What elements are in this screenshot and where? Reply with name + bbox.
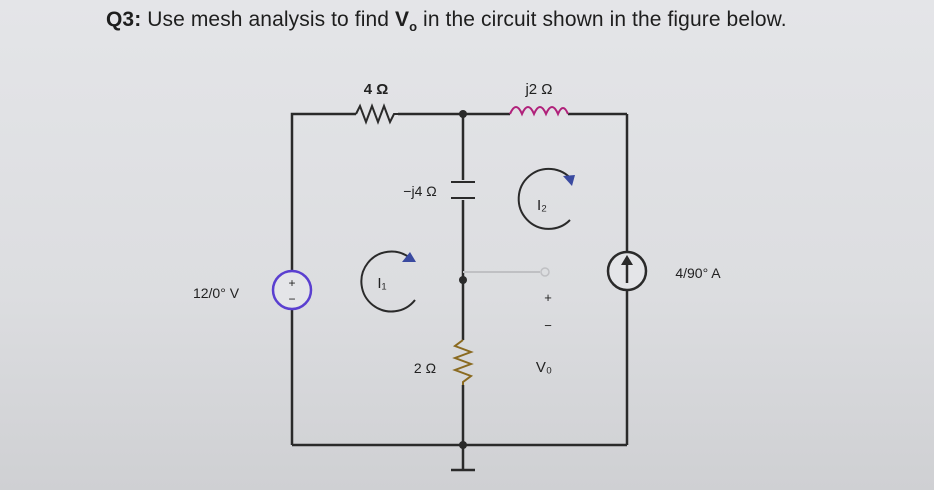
wire-left-top <box>290 112 356 270</box>
label-l-top-right: j2 Ω <box>524 81 552 98</box>
inductor-top-right <box>509 106 569 117</box>
question-text-before: Use mesh analysis to find <box>141 8 395 31</box>
junction-dots <box>459 110 467 449</box>
mesh-arrow-2 <box>517 167 575 230</box>
voltage-source-minus: − <box>288 292 295 306</box>
junction-middle <box>459 276 467 284</box>
label-r-top-left: 4 Ω <box>364 81 389 98</box>
label-voltage-source: 12/0° V <box>193 285 240 301</box>
junction-bottom <box>459 441 467 449</box>
label-mesh2: I₂ <box>537 197 547 214</box>
question-text: Q3: Use mesh analysis to find Vo in the … <box>106 8 906 38</box>
label-vo-minus: − <box>544 318 552 333</box>
circuit-wires <box>290 112 629 470</box>
resistor-top-left <box>355 103 398 125</box>
current-source <box>606 250 648 292</box>
question-variable: Vo <box>394 8 418 35</box>
question-number: Q3: <box>106 8 142 31</box>
label-vo-plus: + <box>544 290 552 305</box>
label-mesh1: I₁ <box>377 275 386 292</box>
mesh2-arrow-head-icon <box>563 175 575 186</box>
voltage-source: + − <box>271 269 313 311</box>
arrow-up-icon <box>621 255 633 265</box>
mesh-arrow-1 <box>360 250 416 313</box>
label-vo: V₀ <box>536 359 552 376</box>
question-text-after: in the circuit shown in the figure below… <box>417 8 787 31</box>
mesh1-arrow-head-icon <box>402 252 416 262</box>
label-current-source: 4/90° A <box>675 265 721 281</box>
label-r-bottom-middle: 2 Ω <box>414 360 436 376</box>
resistor-bottom-middle <box>452 339 474 385</box>
label-cap-middle: −j4 Ω <box>403 183 436 199</box>
voltage-source-plus: + <box>288 276 295 290</box>
vo-terminal-top <box>540 267 550 277</box>
junction-top <box>459 110 467 118</box>
capacitor-middle <box>451 181 475 199</box>
vo-terminals <box>463 267 550 277</box>
